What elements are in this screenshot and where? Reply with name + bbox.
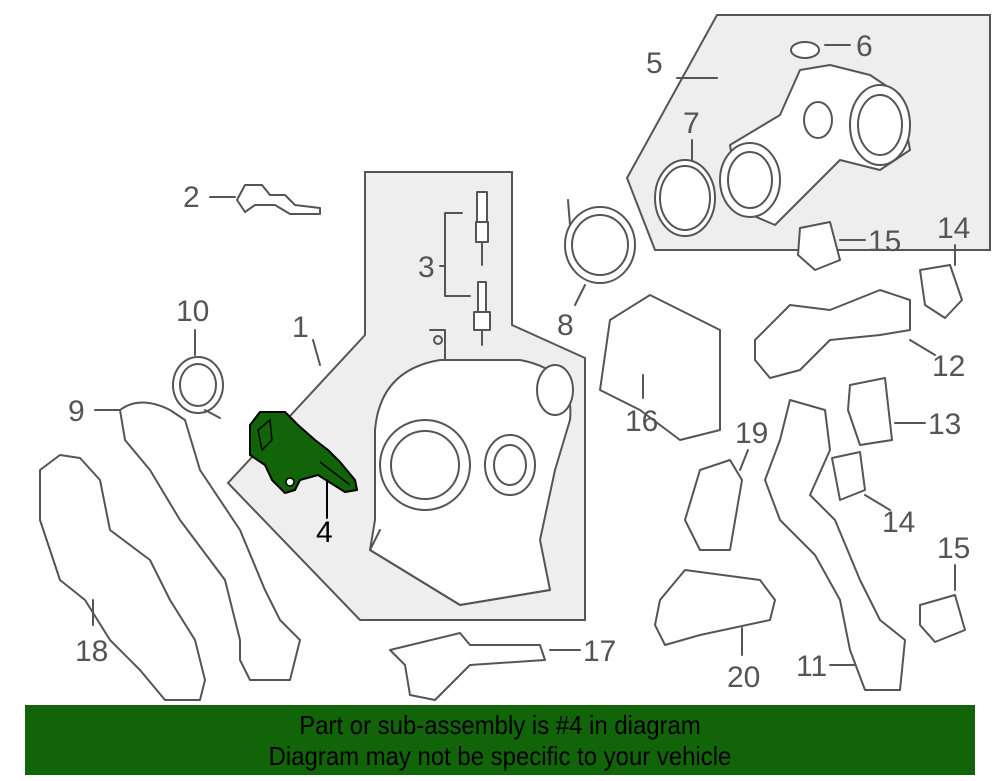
info-banner: Part or sub-assembly is #4 in diagram Di… <box>25 705 975 775</box>
turbocharger[interactable] <box>369 329 574 606</box>
gasket-part-13[interactable] <box>847 377 893 446</box>
callout-7: 7 <box>683 107 700 140</box>
callout-1: 1 <box>292 311 309 344</box>
callout-16: 16 <box>625 405 658 438</box>
banner-line-1: Part or sub-assembly is #4 in diagram <box>299 710 701 740</box>
callout-11: 11 <box>796 650 827 683</box>
bracket-part-2[interactable] <box>236 184 321 215</box>
gasket-part-14-lower[interactable] <box>831 451 866 501</box>
callout-15-upper: 15 <box>868 225 901 258</box>
seal-ring-part-7[interactable] <box>654 159 716 237</box>
callout-17: 17 <box>583 635 616 668</box>
callout-3: 3 <box>418 251 435 284</box>
heat-shield-part-19[interactable] <box>684 459 743 551</box>
callout-6: 6 <box>856 30 873 63</box>
callout-4: 4 <box>316 516 333 549</box>
exhaust-pipe-part-11[interactable] <box>764 399 906 691</box>
gasket-part-14-upper[interactable] <box>919 264 963 319</box>
callout-18: 18 <box>75 635 108 668</box>
callout-12: 12 <box>932 350 965 383</box>
gasket-part-6[interactable] <box>790 41 820 59</box>
callout-9: 9 <box>68 395 85 428</box>
callout-15-lower: 15 <box>937 532 970 565</box>
heat-shield-part-18[interactable] <box>39 454 206 701</box>
gasket-part-15-lower[interactable] <box>919 594 966 643</box>
banner-line-2: Diagram may not be specific to your vehi… <box>268 741 732 771</box>
clamp-part-10[interactable] <box>172 356 224 419</box>
callout-labels: 1 2 3 4 5 6 7 8 9 10 11 12 13 14 14 15 1… <box>68 30 970 694</box>
callout-14-lower: 14 <box>882 506 915 539</box>
part-4-actuator-sensor[interactable] <box>249 411 358 494</box>
bracket-part-17[interactable] <box>389 632 546 701</box>
callout-2: 2 <box>183 181 200 214</box>
callout-20: 20 <box>727 661 760 694</box>
callout-8: 8 <box>557 309 574 342</box>
gasket-part-15-upper[interactable] <box>797 221 841 271</box>
callout-14-upper: 14 <box>937 212 970 245</box>
leader-lines <box>92 44 956 666</box>
heat-shield-part-16[interactable] <box>599 294 721 441</box>
callout-10: 10 <box>176 295 209 328</box>
outlet-pipe-part-5[interactable] <box>719 64 911 226</box>
callout-13: 13 <box>928 408 961 441</box>
exhaust-pipe-part-12[interactable] <box>754 289 911 379</box>
intake-pipe-part-9[interactable] <box>119 401 301 681</box>
callout-5: 5 <box>646 47 663 80</box>
callout-19: 19 <box>735 417 768 450</box>
v-band-clamp-part-8[interactable] <box>564 199 636 284</box>
sensor-part-3[interactable] <box>439 191 491 346</box>
bracket-part-20[interactable] <box>654 569 776 646</box>
